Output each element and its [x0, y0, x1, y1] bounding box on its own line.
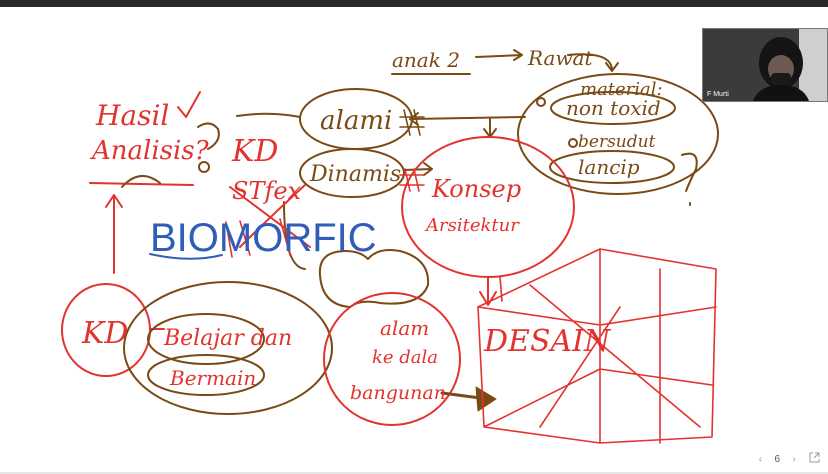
belajar-outer-ellipse — [123, 281, 333, 415]
text-alam: alam — [380, 316, 429, 340]
text-desain: DESAIN — [483, 324, 612, 359]
underline-hasil — [89, 182, 194, 186]
kd-small-circle — [198, 161, 210, 173]
participant-name: F Murti — [707, 91, 729, 98]
line-alami-left — [236, 112, 301, 118]
biomorfic-red-overlay — [225, 218, 291, 258]
text-kd-top: KD — [231, 134, 278, 169]
page-number: 6 — [774, 453, 780, 465]
text-alami: alami — [320, 106, 392, 136]
arrow-anak-rawat — [475, 49, 523, 61]
arrowhead-desain — [475, 386, 497, 412]
material-ellipse — [517, 73, 719, 195]
text-hasil: Hasil — [95, 99, 169, 132]
alam-ellipse — [323, 292, 461, 426]
text-rawat: Rawat — [527, 46, 593, 70]
text-arsitektur: Arsitektur — [424, 215, 520, 236]
arrow-konsep-desain-2 — [499, 276, 503, 302]
external-share-icon[interactable] — [808, 452, 820, 466]
brown-arrow-curve — [121, 175, 161, 188]
text-bangunan: bangunan — [350, 382, 446, 404]
participant-video-tile[interactable]: F Murti — [702, 28, 828, 102]
participant-avatar — [703, 29, 827, 101]
check-mark — [177, 91, 201, 118]
text-belajar: Belajar dan — [163, 326, 292, 351]
bottom-border — [0, 472, 828, 474]
dinamis-ellipse — [299, 148, 405, 198]
hash-konsep — [399, 168, 425, 192]
arrow-down-material — [483, 118, 497, 138]
whiteboard-canvas[interactable]: anak 2 Rawat material: non toxid bersudu… — [0, 7, 828, 474]
bermain-ellipse — [147, 354, 265, 396]
page-navigator: ‹ 6 › — [754, 450, 820, 468]
text-analisis: Analisis? — [90, 136, 210, 166]
text-material: material: — [580, 79, 663, 100]
text-non-toxid: non toxid — [566, 96, 661, 120]
biomorfic-underline — [149, 253, 223, 260]
lancip-ellipse — [549, 150, 675, 184]
chevron-right-icon[interactable]: › — [792, 453, 796, 465]
question-mark-right — [681, 152, 698, 206]
chevron-left-icon[interactable]: ‹ — [758, 453, 763, 465]
text-konsep: Konsep — [431, 175, 521, 203]
non-toxid-ellipse — [550, 91, 676, 125]
arrow-alami-material — [409, 112, 526, 126]
bullet-2 — [568, 138, 578, 148]
arrow-konsep-desain — [479, 276, 497, 306]
box-sketch — [477, 248, 717, 444]
text-kd-bottom: KD — [81, 316, 128, 351]
belajar-ellipse — [147, 313, 265, 365]
bullet-1 — [536, 97, 546, 107]
dinamis-connector — [403, 162, 433, 176]
konsep-ellipse — [401, 136, 575, 278]
text-bermain: Bermain — [169, 366, 256, 390]
text-biomorfic: BIOMORFIC — [150, 216, 377, 260]
text-anak: anak 2 — [392, 48, 460, 72]
arrow-rawat-down — [567, 53, 619, 72]
text-bersudut: bersudut — [578, 132, 656, 152]
top-bar — [0, 0, 828, 7]
whiteboard-drawing: anak 2 Rawat material: non toxid bersudu… — [61, 46, 719, 444]
question-mark-kd — [197, 122, 220, 150]
text-lancip: lancip — [578, 155, 640, 179]
hash-alami — [399, 109, 425, 136]
text-stfex: STfex — [232, 177, 302, 205]
text-dinamis: Dinamis — [309, 162, 401, 187]
arrow-up-left — [105, 194, 123, 274]
text-kedalam: ke dala — [372, 347, 438, 368]
